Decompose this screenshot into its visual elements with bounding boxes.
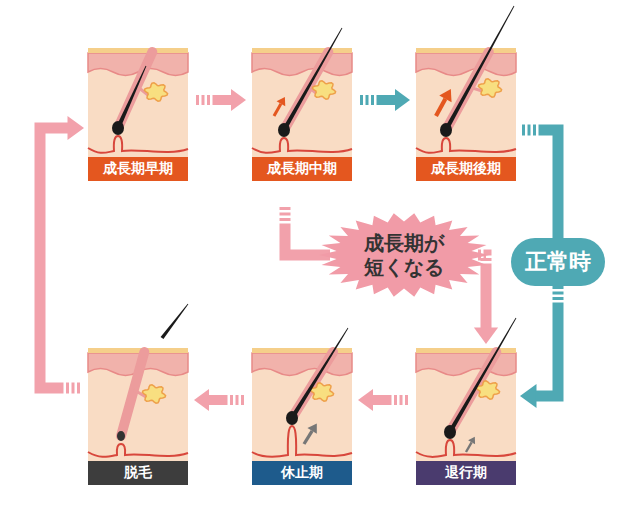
- skin-panel: [416, 48, 516, 157]
- callout-text: 成長期が 短くなる: [361, 231, 447, 279]
- hair-bulb: [286, 411, 298, 425]
- hair-shaft: [290, 328, 348, 419]
- hair-shaft: [116, 66, 146, 129]
- epidermis: [416, 353, 516, 376]
- stage-label-bar: 脱毛: [88, 461, 188, 485]
- stage-label: 休止期: [281, 464, 323, 482]
- skin-panel: [88, 348, 188, 461]
- growth-arrow: [274, 104, 281, 116]
- stage-panel: 成長期中期: [252, 48, 352, 181]
- blood-vessel: [416, 440, 516, 457]
- hair-bulb: [278, 123, 290, 137]
- stage-label-bar: 退行期: [416, 461, 516, 485]
- dermis: [88, 348, 188, 461]
- arrow-line: [285, 207, 330, 255]
- stage-panel: 退行期: [416, 348, 516, 485]
- stage-label-bar: 休止期: [252, 461, 352, 485]
- hair-shaft: [444, 6, 514, 131]
- arrow-head: [231, 89, 246, 111]
- hair-shaft: [448, 318, 516, 433]
- growth-arrow-head: [277, 97, 286, 106]
- starburst-text-box: 成長期が 短くなる: [318, 212, 490, 298]
- hair-bulb: [112, 121, 124, 135]
- hair-shaft: [282, 28, 342, 131]
- stage-label: 成長期中期: [267, 160, 337, 178]
- sebaceous-gland: [476, 381, 499, 399]
- skin-surface: [252, 48, 352, 53]
- blood-vessel: [252, 138, 352, 153]
- skin-surface: [88, 48, 188, 53]
- flow-arrow: [520, 286, 558, 408]
- skin-panel: [88, 48, 188, 157]
- stage-panel: 休止期: [252, 348, 352, 485]
- dermis: [252, 48, 352, 157]
- flow-arrow: [474, 255, 498, 344]
- arrow-line: [522, 130, 558, 238]
- flow-arrow: [360, 89, 410, 111]
- hair-bulb: [440, 123, 452, 137]
- arrow-line: [536, 286, 559, 396]
- arrow-line: [360, 95, 396, 105]
- stage-label: 成長期早期: [103, 160, 173, 178]
- arrow-head: [474, 328, 498, 345]
- stage-label: 脱毛: [124, 464, 152, 482]
- flow-arrow: [285, 207, 330, 255]
- flow-arrow: [522, 130, 558, 238]
- flow-arrow: [194, 389, 244, 411]
- arrow-line: [208, 395, 244, 405]
- stage-label-bar: 成長期中期: [252, 157, 352, 181]
- growth-arrow: [436, 99, 445, 116]
- skin-surface: [88, 348, 188, 353]
- pill-label: 正常時: [525, 247, 591, 277]
- growth-arrow-head: [307, 423, 316, 433]
- hair-bulb: [444, 425, 456, 439]
- flow-arrow: [358, 389, 408, 411]
- growth-arrow: [466, 442, 472, 452]
- skin-panel: [252, 48, 352, 157]
- flow-arrow: [196, 89, 246, 111]
- growth-arrow: [304, 431, 312, 444]
- stage-label-bar: 成長期後期: [416, 157, 516, 181]
- blood-vessel: [252, 426, 352, 457]
- arrow-head: [68, 116, 85, 140]
- growth-arrow-head: [468, 437, 475, 445]
- arrow-head: [358, 389, 373, 411]
- stage-label: 退行期: [445, 464, 487, 482]
- stage-panel: 脱毛: [88, 348, 188, 485]
- callout-starburst: 成長期が 短くなる: [318, 212, 490, 298]
- arrow-line: [40, 128, 80, 388]
- arrow-line: [478, 255, 486, 329]
- skin-surface: [416, 48, 516, 53]
- dermis: [88, 48, 188, 157]
- arrow-head: [520, 384, 537, 408]
- sebaceous-gland: [478, 79, 501, 97]
- stage-label-bar: 成長期早期: [88, 157, 188, 181]
- starburst-fill: [319, 213, 489, 296]
- epidermis: [252, 53, 352, 76]
- stage-label: 成長期後期: [431, 160, 501, 178]
- sebaceous-gland: [144, 83, 167, 101]
- blood-vessel: [88, 444, 188, 457]
- shed-hair: [161, 304, 189, 339]
- arrow-head: [395, 89, 410, 111]
- epidermis: [252, 353, 352, 376]
- sebaceous-gland: [142, 385, 165, 403]
- label-pill: 正常時: [511, 238, 605, 286]
- blood-vessel: [88, 136, 188, 153]
- arrow-line: [372, 395, 408, 405]
- growth-arrow-head: [439, 89, 451, 102]
- epidermis: [416, 53, 516, 76]
- dermis: [416, 48, 516, 157]
- blood-vessel: [416, 138, 516, 153]
- arrow-line: [196, 95, 232, 105]
- new-hair-bulb: [117, 431, 125, 441]
- sebaceous-gland: [312, 81, 335, 99]
- flow-arrow: [40, 116, 84, 388]
- stage-panel: 成長期早期: [88, 48, 188, 181]
- arrow-head: [194, 389, 209, 411]
- stage-panel: 成長期後期: [416, 48, 516, 181]
